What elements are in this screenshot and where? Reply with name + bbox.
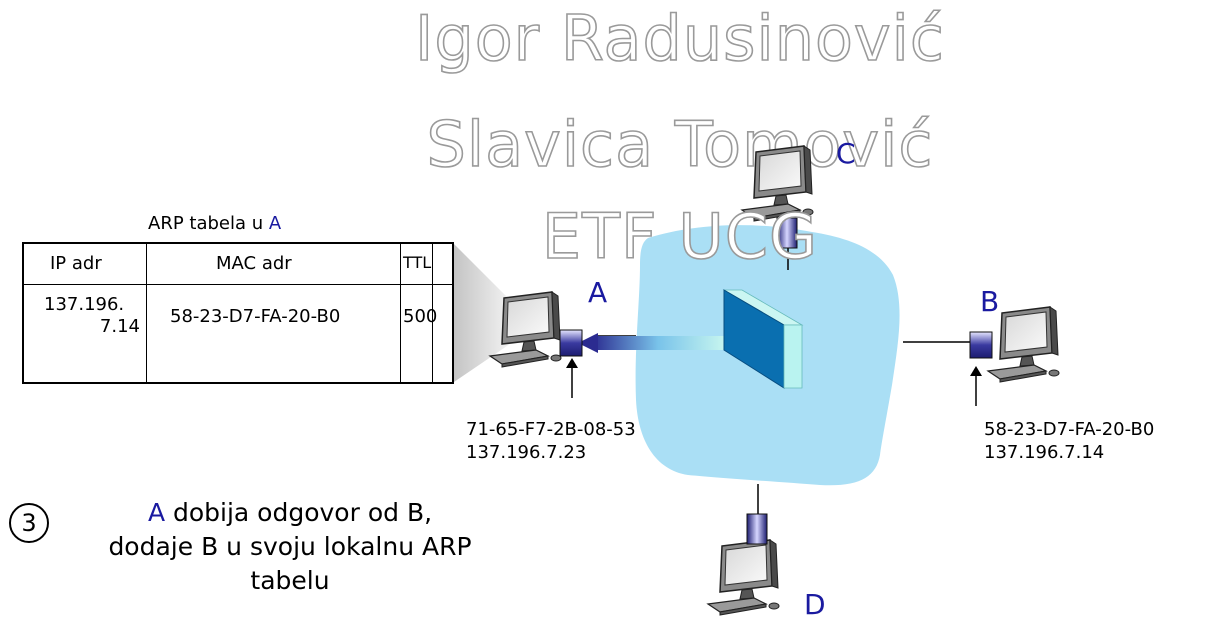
host-b-computer bbox=[987, 306, 1060, 383]
step-number: 3 bbox=[21, 509, 37, 537]
arp-table: IP adr MAC adr TTL 137.196. 7.14 58-23-D… bbox=[22, 242, 454, 384]
node-c-label: C bbox=[836, 137, 856, 170]
host-c-adapter bbox=[776, 217, 798, 249]
node-d-label: D bbox=[804, 588, 826, 621]
watermark-line-3: ETF UCG bbox=[541, 200, 819, 273]
arp-reply-arrowhead bbox=[578, 333, 598, 353]
host-d-computer bbox=[707, 539, 780, 616]
arp-cell-ttl: 500 bbox=[403, 306, 438, 327]
host-a-addresses: 71-65-F7-2B-08-53 137.196.7.23 bbox=[466, 418, 636, 464]
node-a-label: A bbox=[588, 276, 608, 309]
step-description-line1-text: dobija odgovor od B, bbox=[165, 498, 433, 527]
arp-header-mac: MAC adr bbox=[216, 253, 292, 274]
arp-table-caption-text: ARP tabela u bbox=[148, 213, 269, 234]
watermark-line-2: Slavica Tomović bbox=[426, 108, 934, 181]
arp-cell-mac: 58-23-D7-FA-20-B0 bbox=[170, 306, 341, 327]
host-b-addresses: 58-23-D7-FA-20-B0 137.196.7.14 bbox=[984, 418, 1154, 464]
host-d-adapter bbox=[746, 513, 768, 545]
host-b-mac: 58-23-D7-FA-20-B0 bbox=[984, 419, 1155, 440]
host-a-mac: 71-65-F7-2B-08-53 bbox=[466, 419, 636, 440]
step-description-line3: tabelu bbox=[250, 566, 330, 595]
arp-cell-ip: 137.196. 7.14 bbox=[44, 294, 144, 338]
step-description-node: A bbox=[147, 498, 166, 527]
table-callout-wedge bbox=[454, 244, 510, 382]
step-number-badge: 3 bbox=[9, 503, 49, 543]
arp-header-ip: IP adr bbox=[50, 253, 102, 274]
step-description-line2: dodaje B u svoju lokalnu ARP bbox=[108, 532, 472, 561]
arp-cell-ip-line1: 137.196. bbox=[44, 294, 125, 315]
arp-reply-beam bbox=[592, 336, 724, 350]
watermark-line-1: Igor Radusinović bbox=[414, 2, 945, 75]
host-b-pointer-arrow bbox=[970, 366, 982, 376]
arp-table-caption: ARP tabela u A bbox=[148, 213, 281, 234]
step-description: A dobija odgovor od B, dodaje B u svoju … bbox=[100, 496, 480, 598]
host-a-ip: 137.196.7.23 bbox=[466, 442, 587, 463]
host-b-ip: 137.196.7.14 bbox=[984, 442, 1105, 463]
switch bbox=[722, 289, 804, 389]
host-a-pointer-arrow bbox=[566, 358, 578, 368]
arp-cell-ip-line2: 7.14 bbox=[99, 316, 140, 337]
host-b-adapter bbox=[969, 331, 993, 359]
step-description-line1: A dobija odgovor od B, bbox=[100, 496, 480, 530]
arp-table-caption-node: A bbox=[268, 213, 282, 234]
host-a-adapter bbox=[559, 329, 583, 357]
arp-header-ttl: TTL bbox=[403, 253, 432, 272]
node-b-label: B bbox=[980, 285, 1000, 318]
